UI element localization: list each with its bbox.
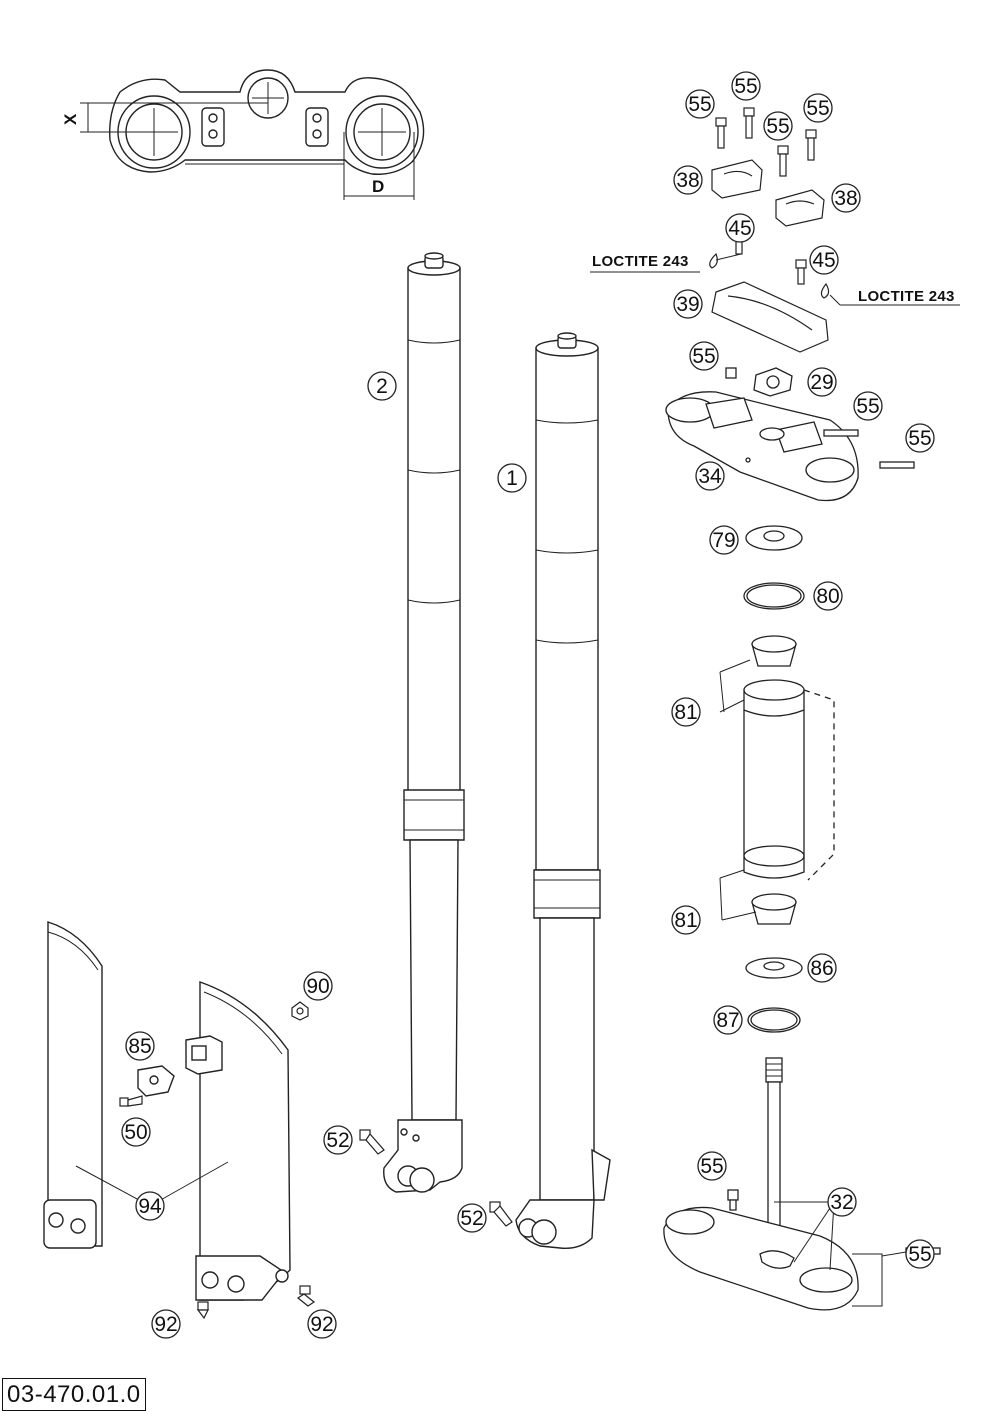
callout-92-b: 92	[310, 1313, 333, 1336]
callout-79: 79	[712, 529, 735, 552]
small-hardware	[119, 1001, 513, 1320]
callout-55-d: 55	[766, 115, 789, 138]
callout-55-e: 55	[692, 345, 715, 368]
callout-1: 1	[506, 467, 518, 490]
callout-50: 50	[124, 1121, 147, 1144]
upper-triple-clamp	[665, 367, 915, 502]
diagram-reference-code: 03-470.01.0	[2, 1378, 146, 1411]
callout-85: 85	[128, 1035, 151, 1058]
callout-81-b: 81	[674, 909, 697, 932]
loctite-label-left: LOCTITE 243	[592, 253, 689, 270]
callout-92-a: 92	[154, 1313, 177, 1336]
callout-34: 34	[698, 465, 722, 488]
callout-32: 32	[830, 1191, 853, 1214]
callout-86: 86	[810, 957, 833, 980]
callout-38-a: 38	[676, 169, 699, 192]
callout-55-f: 55	[856, 395, 879, 418]
callout-81-a: 81	[674, 701, 697, 724]
callout-39: 39	[676, 293, 699, 316]
callout-55-i: 55	[908, 1243, 931, 1266]
callout-55-c: 55	[806, 97, 829, 120]
callout-55-a: 55	[688, 93, 711, 116]
callout-45-a: 45	[728, 217, 751, 240]
dimension-label-x: X	[61, 113, 80, 125]
callout-90: 90	[306, 975, 329, 998]
lower-triple-clamp	[663, 1057, 941, 1311]
callout-55-g: 55	[908, 427, 931, 450]
callout-94: 94	[138, 1195, 162, 1218]
callout-45-b: 45	[812, 249, 835, 272]
callout-87: 87	[716, 1009, 739, 1032]
callout-55-b: 55	[734, 75, 757, 98]
callout-circles	[121, 71, 935, 1339]
callout-52-a: 52	[326, 1129, 349, 1152]
fork-guards	[43, 921, 291, 1301]
part-callouts: 55 55 55 55 38 38 45 45 39 55 29 55 55 3…	[121, 71, 935, 1339]
dimension-label-d: D	[372, 177, 384, 196]
dimension-detail	[80, 69, 425, 200]
callout-55-h: 55	[700, 1155, 723, 1178]
leader-lines	[75, 253, 960, 1271]
fork-leg-right	[515, 332, 611, 1249]
callout-52-b: 52	[460, 1207, 483, 1230]
callout-80: 80	[816, 585, 839, 608]
callout-29: 29	[810, 371, 833, 394]
callout-38-b: 38	[834, 187, 857, 210]
callout-2: 2	[376, 375, 388, 398]
bearing-stack	[743, 525, 835, 1033]
fork-leg-left	[383, 252, 465, 1193]
loctite-label-right: LOCTITE 243	[858, 288, 955, 305]
